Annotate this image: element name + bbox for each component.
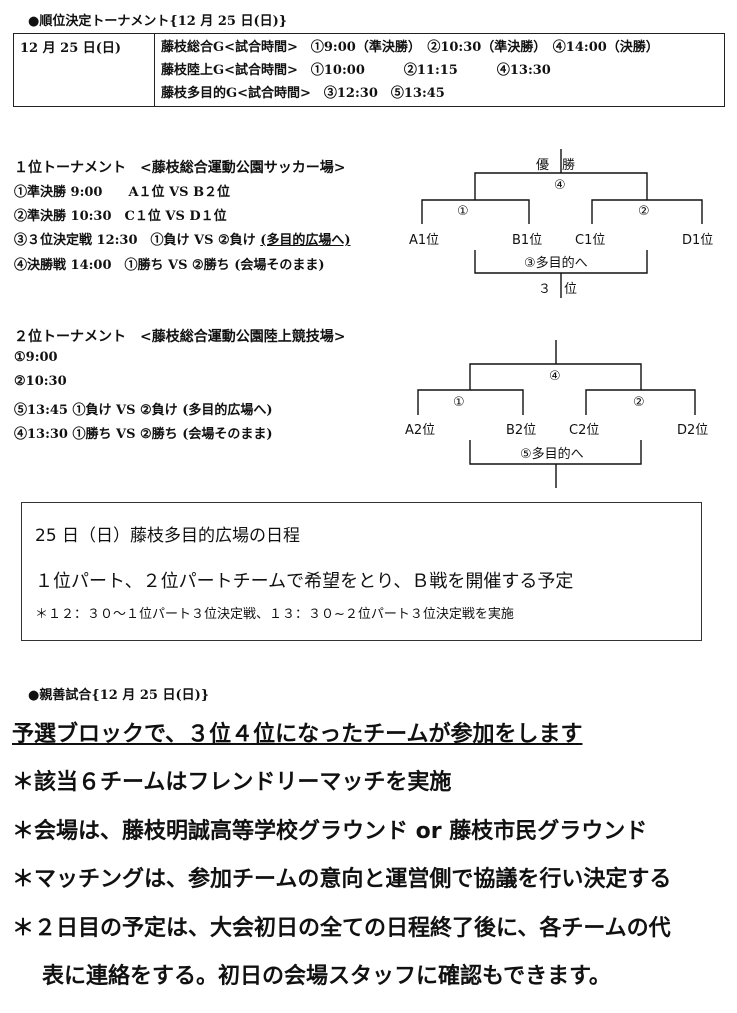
t2-semi2-label: ② bbox=[633, 395, 645, 410]
box-line: １位パート、２位パートチームで希望をとり、Ｂ戦を開催する予定 bbox=[35, 571, 574, 592]
t2-row-2: ②10:30 bbox=[14, 374, 67, 389]
t1-third-label: ３ 位 bbox=[538, 282, 578, 297]
t2-team-c: C2位 bbox=[569, 423, 600, 438]
t1-row-3-text: ③３位決定戦 12:30 ①負け VS ②負け bbox=[14, 233, 256, 248]
t2-row-1: ①9:00 bbox=[14, 350, 58, 365]
t1-row-2: ②準決勝 10:30 C１位 VS D１位 bbox=[14, 209, 227, 224]
friendly-item-4-cont: 表に連絡をする。初日の会場スタッフに確認もできます。 bbox=[42, 964, 611, 989]
t2-team-a: A2位 bbox=[405, 423, 436, 438]
t1-row-3-note: (多目的広場へ) bbox=[260, 233, 351, 248]
t1-row-4: ④決勝戦 14:00 ①勝ち VS ②勝ち (会場そのまま) bbox=[14, 258, 325, 273]
t1-team-d: D1位 bbox=[682, 233, 714, 248]
t1-team-a: A1位 bbox=[409, 233, 440, 248]
t1-final-label: ④ bbox=[554, 178, 566, 193]
schedule-date: 12 月 25 日(日) bbox=[13, 33, 155, 107]
t1-team-b: B1位 bbox=[512, 233, 543, 248]
t1-row-1: ①準決勝 9:00 A１位 VS B２位 bbox=[14, 185, 231, 200]
schedule-table: 12 月 25 日(日) 藤枝総合G<試合時間> ①9:00（準決勝） ②10:… bbox=[13, 33, 725, 107]
t2-row-4: ④13:30 ①勝ち VS ②勝ち (会場そのまま) bbox=[14, 427, 273, 442]
section-header-ranking: ●順位決定トーナメント{12 月 25 日(日)} bbox=[28, 14, 288, 29]
t2-team-d: D2位 bbox=[677, 423, 709, 438]
t2-title: ２位トーナメント <藤枝総合運動公園陸上競技場> bbox=[14, 329, 346, 345]
t1-third-venue: ③多目的へ bbox=[524, 256, 588, 271]
friendly-lead: 予選ブロックで、３位４位になったチームが参加をします bbox=[12, 722, 583, 747]
t2-final-label: ④ bbox=[549, 369, 561, 384]
friendly-item-1: ＊該当６チームはフレンドリーマッチを実施 bbox=[12, 770, 452, 795]
friendly-item-3: ＊マッチングは、参加チームの意向と運営側で協議を行い決定する bbox=[12, 867, 672, 892]
schedule-line-rikujo: 藤枝陸上G<試合時間> ①10:00 ②11:15 ④13:30 bbox=[161, 63, 551, 78]
schedule-times: 藤枝総合G<試合時間> ①9:00（準決勝） ②10:30（準決勝） ④14:0… bbox=[154, 33, 725, 107]
t1-semi2-label: ② bbox=[638, 204, 650, 219]
box-note: ＊１２：３０～１位パート３位決定戦、１３：３０~２位パート３位決定戦を実施 bbox=[35, 607, 514, 622]
friendly-item-2: ＊会場は、藤枝明誠高等学校グラウンド or 藤枝市民グラウンド bbox=[12, 819, 648, 844]
friendly-item-4: ＊２日目の予定は、大会初日の全ての日程終了後に、各チームの代 bbox=[12, 916, 671, 941]
t1-title: １位トーナメント <藤枝総合運動公園サッカー場> bbox=[14, 160, 346, 176]
t1-semi1-label: ① bbox=[457, 204, 469, 219]
t1-row-3: ③３位決定戦 12:30 ①負け VS ②負け (多目的広場へ) bbox=[14, 229, 351, 248]
t2-row-3: ⑤13:45 ①負け VS ②負け (多目的広場へ) bbox=[14, 403, 273, 418]
t1-winner-label: 優 勝 bbox=[536, 158, 576, 173]
schedule-line-sogo: 藤枝総合G<試合時間> ①9:00（準決勝） ②10:30（準決勝） ④14:0… bbox=[161, 40, 659, 55]
schedule-line-tamokuteki: 藤枝多目的G<試合時間> ③12:30 ⑤13:45 bbox=[161, 86, 445, 101]
section-header-friendly: ●親善試合{12 月 25 日(日)} bbox=[28, 688, 210, 703]
t2-semi1-label: ① bbox=[453, 395, 465, 410]
t2-third-venue: ⑤多目的へ bbox=[520, 447, 584, 462]
multipurpose-schedule-box: 25 日（日）藤枝多目的広場の日程 １位パート、２位パートチームで希望をとり、Ｂ… bbox=[21, 502, 702, 641]
t1-team-c: C1位 bbox=[575, 233, 606, 248]
t2-team-b: B2位 bbox=[506, 423, 537, 438]
box-title: 25 日（日）藤枝多目的広場の日程 bbox=[35, 526, 301, 546]
